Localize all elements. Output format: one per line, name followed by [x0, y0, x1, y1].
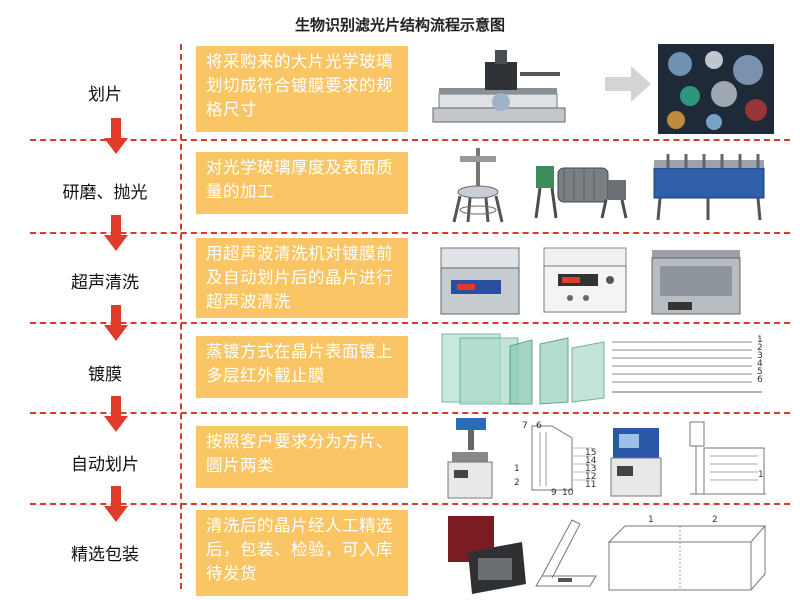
diagram-label: 1 [514, 464, 520, 474]
diagram-label: 2 [514, 478, 520, 488]
row-divider-5 [30, 503, 790, 505]
box-diagram-label: 1 [648, 515, 654, 525]
down-arrow-icon [104, 215, 128, 251]
row-divider-4 [30, 412, 790, 414]
diagram-label: 14 [585, 456, 597, 466]
film-diagram-label: 6 [757, 375, 763, 385]
step-description-cleaning: 用超声波清洗机对镀膜前及自动划片后的晶片进行超声波清洗 [196, 238, 408, 318]
ultrasonic-cleaner-icon [540, 244, 630, 316]
diagram-label: 10 [562, 488, 574, 498]
row-divider-1 [30, 139, 790, 141]
film-diagram-label: 3 [757, 351, 763, 361]
arrow-right-icon [605, 66, 651, 102]
film-diagram-label: 5 [757, 367, 763, 377]
film-diagram-label: 2 [757, 343, 763, 353]
diagram-label: 9 [551, 488, 557, 498]
laser-cutter-icon [438, 418, 502, 500]
film-diagram-label: 4 [757, 359, 763, 369]
diagram-label: 11 [585, 480, 597, 490]
step-label-polishing: 研磨、抛光 [62, 183, 148, 203]
step-label-auto-cutting: 自动划片 [71, 455, 139, 475]
box-outline-diagram-icon [605, 514, 775, 596]
down-arrow-icon [104, 486, 128, 522]
step-description-coating: 蒸镀方式在晶片表面镀上多层红外截止膜 [196, 336, 408, 398]
diagram-label: 15 [585, 448, 597, 458]
page-title: 生物识别滤光片结构流程示意图 [294, 16, 505, 34]
cutting-fixture-diagram-icon [512, 418, 602, 500]
packaging-box-icon [438, 512, 530, 596]
step-label-packaging: 精选包装 [71, 545, 139, 565]
polishing-stand-icon [450, 146, 506, 224]
diagram-label: 12 [585, 472, 597, 482]
diagram-label: 6 [536, 421, 542, 431]
roller-machine-icon [532, 160, 632, 220]
diagram-label: 1 [758, 470, 764, 480]
glass-plates-icon [440, 332, 610, 406]
film-layers-diagram-icon [612, 332, 772, 406]
ultrasonic-cleaner-icon [437, 244, 523, 318]
cutting-machine-diagram-icon [680, 418, 772, 500]
film-diagram-label: 1 [757, 335, 763, 345]
down-arrow-icon [104, 396, 128, 432]
glass-pieces-icon [658, 44, 774, 134]
step-label-cleaning: 超声清洗 [71, 273, 139, 293]
step-description-cutting: 将采购来的大片光学玻璃划切成符合镀膜要求的规格尺寸 [196, 46, 408, 132]
down-arrow-icon [104, 305, 128, 341]
dicing-saw-icon [605, 418, 667, 500]
ultrasonic-cleaner-icon [648, 244, 744, 318]
polishing-line-icon [650, 152, 768, 222]
diagram-label: 7 [522, 421, 528, 431]
diagram-label: 13 [585, 464, 597, 474]
row-divider-2 [30, 232, 790, 234]
box-diagram-label: 2 [712, 515, 718, 525]
vertical-divider [180, 44, 182, 589]
cutting-machine-icon [425, 50, 577, 128]
step-description-packaging: 清洗后的晶片经人工精选后，包装、检验，可入库待发货 [196, 510, 408, 596]
row-divider-3 [30, 322, 790, 324]
down-arrow-icon [104, 118, 128, 154]
step-label-cutting: 划片 [88, 85, 122, 105]
step-description-auto-cutting: 按照客户要求分为方片、圆片两类 [196, 426, 408, 488]
open-box-diagram-icon [530, 512, 602, 596]
step-description-polishing: 对光学玻璃厚度及表面质量的加工 [196, 152, 408, 214]
step-label-coating: 镀膜 [88, 365, 122, 385]
